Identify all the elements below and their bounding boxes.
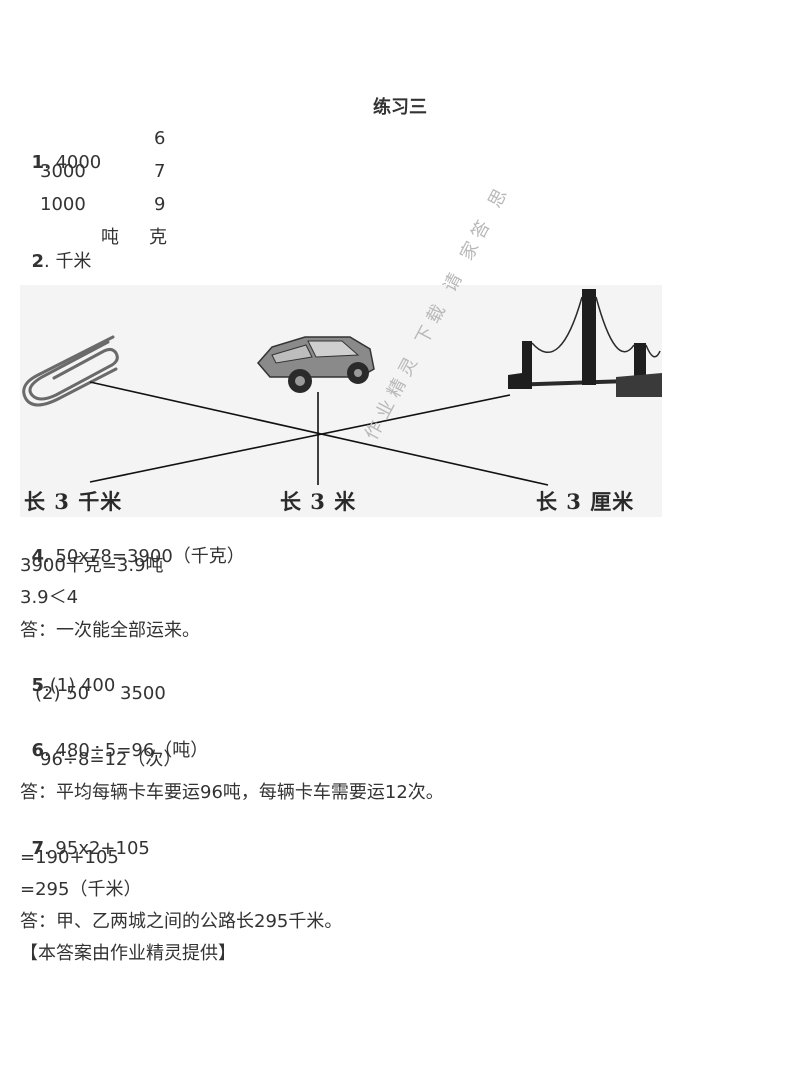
toy-car-picture xyxy=(257,336,375,393)
q4-number: 4 xyxy=(31,546,44,567)
q5-line-2: (2) 50 xyxy=(35,683,90,704)
figure-background xyxy=(20,285,662,517)
label-meter: 长 3 米 xyxy=(280,489,356,514)
q6-line-1: 6. 480÷5=96（吨） xyxy=(20,715,208,763)
q2-answer-1: 千米 xyxy=(55,251,92,272)
q1-row-3-left: 1000 xyxy=(40,194,86,215)
q1-row-1-right: 6 xyxy=(154,128,166,149)
q1-row-2-right: 7 xyxy=(154,161,166,182)
q5-line-1: 5.(1) 400 xyxy=(20,650,115,698)
q5-part-1: .(1) 400 xyxy=(43,675,116,696)
line-clip-to-centimeter xyxy=(89,381,549,486)
q6-number: 6 xyxy=(31,740,44,761)
page-title: 练习三 xyxy=(373,97,427,118)
q6-equation-1: . 480÷5=96（吨） xyxy=(43,740,209,761)
q1-row-1-left: 4000 xyxy=(55,152,102,173)
paper-clip-picture xyxy=(22,335,119,407)
q2-number: 2 xyxy=(31,251,44,272)
q7-equation-1: . 95x2+105 xyxy=(43,838,150,859)
q1-row-1: 1. 4000 xyxy=(31,152,102,173)
q4-line-2: 3900千克=3.9吨 xyxy=(20,555,164,576)
q7-line-2: =190+105 xyxy=(20,847,119,868)
q6-answer: 答：平均每辆卡车要运96吨，每辆卡车需要运12次。 xyxy=(20,782,444,803)
q1-row-2-left: 3000 xyxy=(40,161,86,182)
matching-figure: 长 3 千米 长 3 米 长 3 厘米 xyxy=(20,285,662,517)
label-kilometer: 长 3 千米 xyxy=(24,489,122,514)
line-bridge-to-kilometer xyxy=(89,394,511,483)
q5-number: 5 xyxy=(31,675,44,696)
q5-line-2b: 3500 xyxy=(120,683,166,704)
q4-line-3: 3.9＜4 xyxy=(20,587,79,608)
q2-answer-3: 克 xyxy=(149,227,167,248)
q1-number: 1 xyxy=(31,152,44,173)
q2-answer-2: 吨 xyxy=(101,227,119,248)
label-centimeter: 长 3 厘米 xyxy=(536,489,634,514)
q4-answer: 答：一次能全部运来。 xyxy=(20,620,200,641)
q7-number: 7 xyxy=(31,838,44,859)
bridge-picture xyxy=(507,289,662,397)
q7-answer: 答：甲、乙两城之间的公路长295千米。 xyxy=(20,911,343,932)
q4-line-1: 4. 50x78=3900（千克） xyxy=(20,521,245,569)
footer-note: 【本答案由作业精灵提供】 xyxy=(20,943,236,964)
q7-line-3: =295（千米） xyxy=(20,879,142,900)
q1-row-3-right: 9 xyxy=(154,194,166,215)
q4-equation-1: . 50x78=3900（千克） xyxy=(43,546,245,567)
matching-lines xyxy=(89,381,549,486)
q7-line-1: 7. 95x2+105 xyxy=(20,813,150,861)
q6-line-2: 96÷8=12（次） xyxy=(40,749,182,770)
q2-line: 2. 千米 xyxy=(31,251,92,272)
